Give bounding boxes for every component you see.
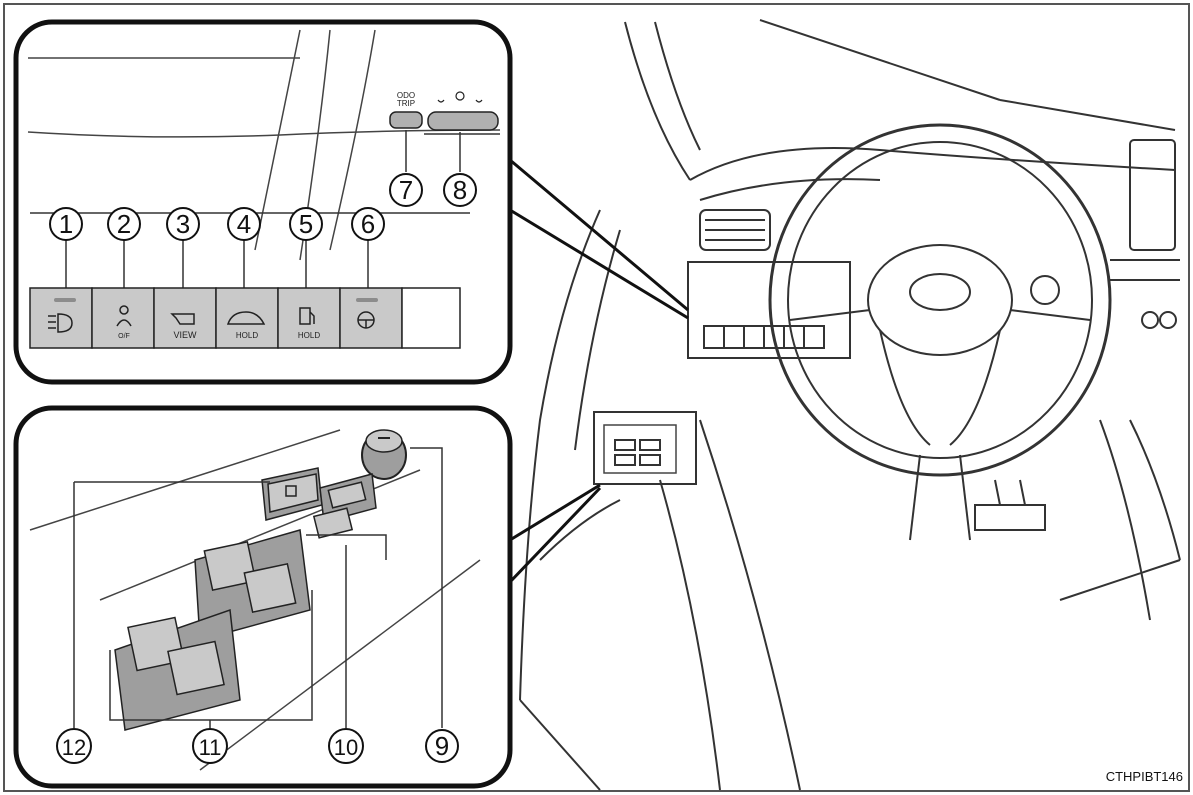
switch-2-label: O/F bbox=[118, 333, 130, 340]
trip-label: TRIP bbox=[397, 99, 415, 108]
gauge-adjust-icon bbox=[437, 91, 483, 103]
figure-code: CTHPIBT146 bbox=[1106, 769, 1183, 784]
callout-9 bbox=[425, 729, 459, 763]
mirror-knob-icon[interactable] bbox=[361, 429, 407, 480]
callout-1 bbox=[49, 207, 83, 241]
switch-5-label: HOLD bbox=[298, 331, 320, 340]
callout-9-text: 9 bbox=[435, 731, 449, 761]
switch-blank bbox=[401, 287, 461, 349]
switch-3-label: VIEW bbox=[173, 330, 197, 340]
car-interior-drawing bbox=[519, 19, 1181, 791]
callout-11 bbox=[192, 728, 228, 764]
dashboard-switch-inset: O/F VIEW HOLD HOLD ODO TRIP bbox=[13, 19, 513, 385]
window-lock-icon bbox=[285, 485, 297, 497]
callout-3 bbox=[166, 207, 200, 241]
car-hold-icon bbox=[226, 311, 266, 325]
switch-2[interactable] bbox=[91, 287, 155, 349]
steering-heater-icon bbox=[357, 311, 375, 329]
callouts bbox=[49, 173, 477, 764]
callout-6-text: 6 bbox=[361, 209, 375, 239]
callout-5-text: 5 bbox=[299, 209, 313, 239]
callout-3-text: 3 bbox=[176, 209, 190, 239]
callout-12-text: 12 bbox=[62, 735, 86, 760]
odo-label: ODO bbox=[397, 91, 415, 100]
window-lock-switch[interactable] bbox=[261, 467, 323, 521]
callout-10-text: 10 bbox=[334, 735, 358, 760]
switch-5[interactable] bbox=[277, 287, 341, 349]
fuel-door-icon bbox=[299, 307, 315, 325]
switch-1[interactable] bbox=[29, 287, 93, 349]
mirror-select-switches[interactable] bbox=[312, 473, 377, 539]
callout-7-text: 7 bbox=[399, 175, 413, 205]
callout-8-text: 8 bbox=[453, 175, 467, 205]
power-window-switches[interactable] bbox=[114, 529, 311, 731]
zoom-connectors bbox=[508, 158, 689, 584]
callout-11-text: 11 bbox=[199, 735, 222, 760]
callout-1-text: 1 bbox=[59, 209, 73, 239]
odo-trip-button[interactable] bbox=[389, 111, 423, 129]
camera-view-icon bbox=[170, 313, 195, 325]
switch-4[interactable] bbox=[215, 287, 279, 349]
switch-row bbox=[29, 287, 461, 349]
callout-2 bbox=[107, 207, 141, 241]
callout-6 bbox=[351, 207, 385, 241]
callout-4 bbox=[227, 207, 261, 241]
callout-2-text: 2 bbox=[117, 209, 131, 239]
switch-4-label: HOLD bbox=[236, 331, 258, 340]
door-switch-inset bbox=[13, 405, 513, 789]
switch-6[interactable] bbox=[339, 287, 403, 349]
switch-3[interactable] bbox=[153, 287, 217, 349]
callout-5 bbox=[289, 207, 323, 241]
callout-10 bbox=[328, 728, 364, 764]
figure-frame bbox=[3, 3, 1190, 792]
callout-4-text: 4 bbox=[237, 209, 251, 239]
callout-12 bbox=[56, 728, 92, 764]
callout-8 bbox=[443, 173, 477, 207]
headlight-leveling-icon bbox=[48, 313, 73, 333]
gauge-adjust-button[interactable] bbox=[427, 111, 499, 131]
driver-occupant-icon bbox=[116, 305, 132, 327]
callout-7 bbox=[389, 173, 423, 207]
